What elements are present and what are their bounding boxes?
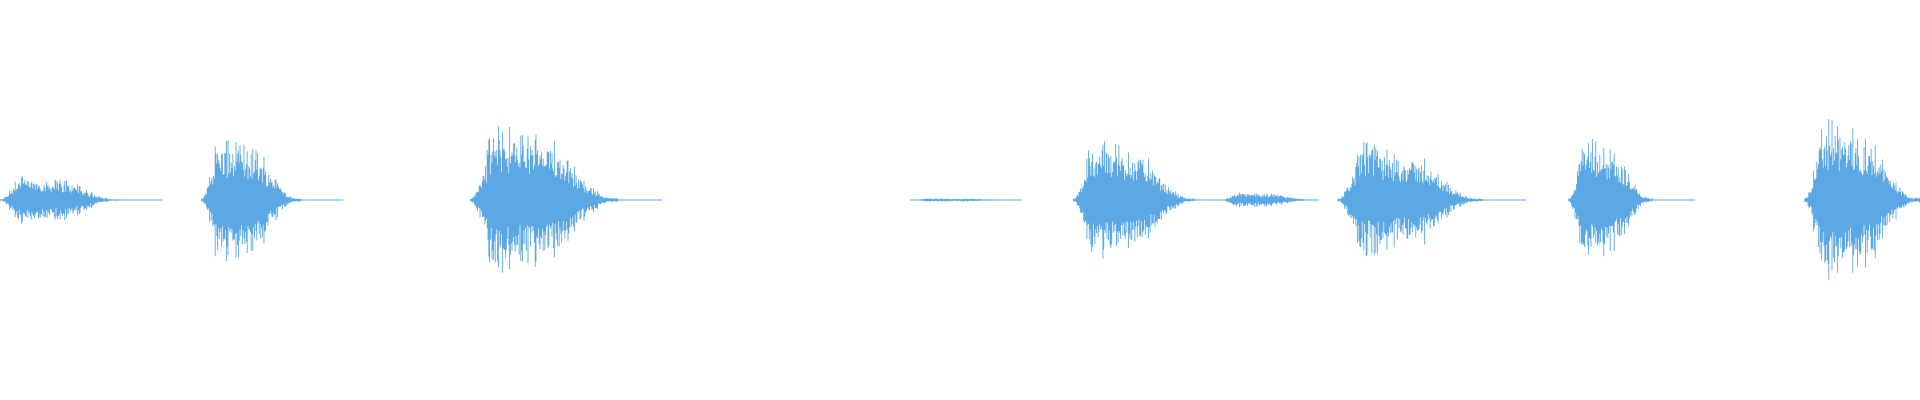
waveform-segment-6 <box>1220 192 1320 208</box>
waveform-segment-1 <box>0 176 163 224</box>
waveform-segment-9 <box>1804 119 1920 280</box>
waveform-bars <box>1220 192 1318 208</box>
waveform-segment-7 <box>1337 142 1527 257</box>
waveform-segment-5 <box>1072 141 1239 259</box>
waveform-segment-3 <box>469 126 663 273</box>
waveform-segment-4 <box>910 198 1022 202</box>
waveform-segment-2 <box>201 140 344 261</box>
waveform-bars <box>469 126 619 273</box>
waveform-bars <box>201 140 302 261</box>
waveform-bars <box>1337 142 1483 257</box>
waveform-bars <box>1804 119 1920 280</box>
waveform-segment-8 <box>1568 138 1696 257</box>
waveform-bars <box>1072 141 1195 259</box>
waveform-bars <box>912 198 1018 202</box>
waveform-bars <box>1568 138 1654 257</box>
waveform-bars <box>0 176 122 224</box>
